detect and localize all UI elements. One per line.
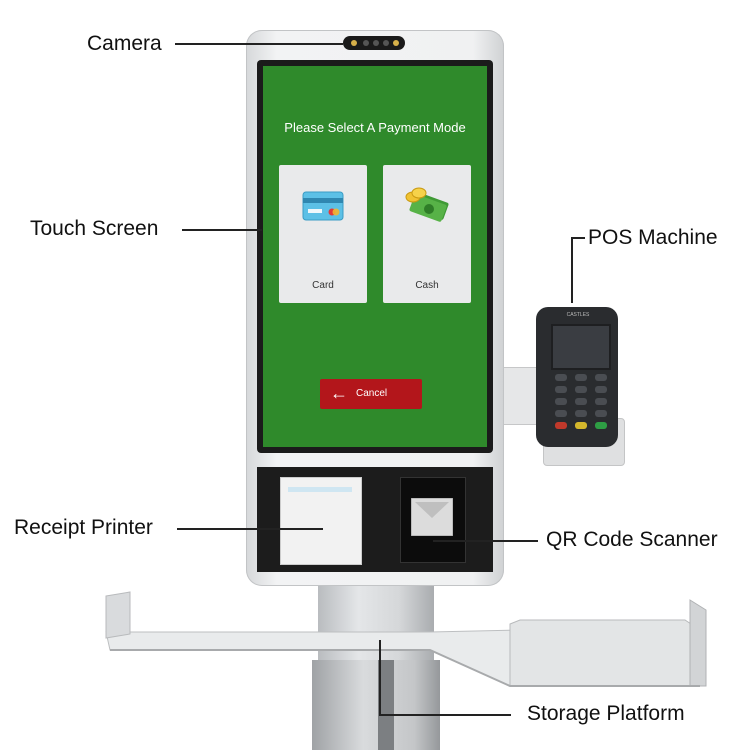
card-option-label: Card	[312, 280, 334, 291]
qr-scanner-leader	[433, 540, 538, 542]
cash-icon	[405, 187, 449, 222]
pos-brand: CASTLES	[566, 312, 590, 318]
storage-leader-h	[379, 714, 511, 716]
storage-platform-label: Storage Platform	[527, 702, 685, 725]
credit-card-icon	[302, 191, 344, 221]
receipt-printer-slot	[288, 487, 352, 492]
pos-keypad	[553, 374, 613, 436]
camera-leader	[175, 43, 343, 45]
stand-lower-column	[312, 660, 440, 750]
cash-option-label: Cash	[415, 280, 439, 291]
qr-code-scanner-label: QR Code Scanner	[546, 528, 718, 551]
receipt-printer-leader	[177, 528, 323, 530]
touch-screen-label: Touch Screen	[30, 217, 159, 240]
cash-option[interactable]: Cash	[383, 165, 471, 303]
storage-platform	[105, 591, 707, 687]
pos-screen	[551, 324, 611, 370]
camera-label: Camera	[87, 32, 162, 55]
cancel-button-label: Cancel	[356, 388, 388, 399]
pos-machine-label: POS Machine	[588, 226, 718, 249]
arrow-left-icon: ←	[330, 383, 348, 403]
touch-screen-leader	[182, 229, 262, 231]
card-option[interactable]: Card	[279, 165, 367, 303]
storage-leader-v	[379, 640, 381, 715]
receipt-printer-label: Receipt Printer	[14, 516, 153, 539]
pos-leader-h	[571, 237, 585, 239]
pos-leader-v	[571, 237, 573, 303]
scanner-window	[411, 498, 453, 536]
pos-bracket	[499, 367, 543, 425]
stand-notch	[378, 660, 394, 750]
screen-title: Please Select A Payment Mode	[284, 120, 466, 135]
cancel-button[interactable]: ← Cancel	[320, 379, 422, 409]
camera	[343, 36, 405, 50]
